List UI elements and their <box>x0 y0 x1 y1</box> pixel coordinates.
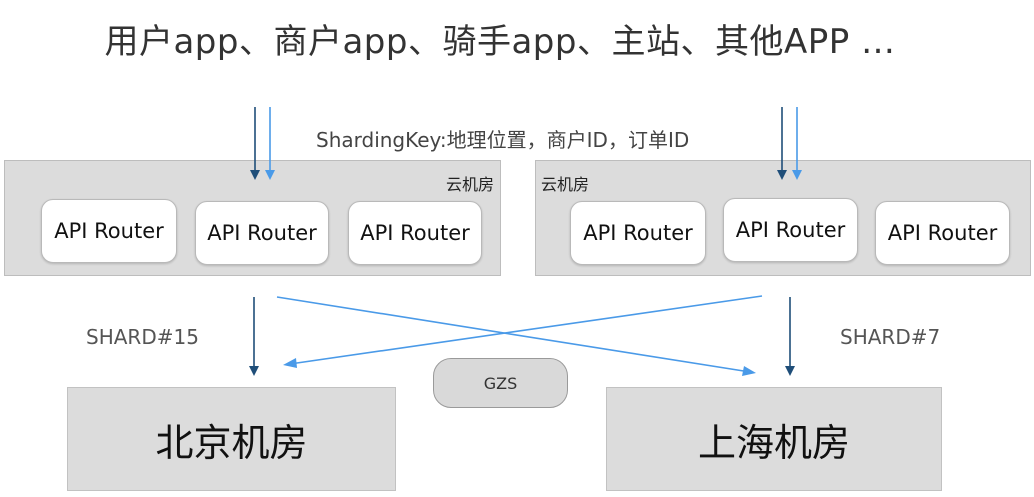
arrowhead-in-left-light <box>265 170 275 180</box>
arrow-cross-to-shanghai <box>276 296 751 373</box>
arrow-cross-to-beijing <box>289 295 763 365</box>
api-router-left-2: API Router <box>195 201 329 265</box>
arrowhead-in-left-dark <box>250 170 260 180</box>
gzs-node: GZS <box>433 358 568 408</box>
arrowhead-cross-to-beijing <box>283 358 297 368</box>
shard-label-right: SHARD#7 <box>840 325 941 349</box>
api-router-right-1: API Router <box>570 201 706 265</box>
api-router-left-1: API Router <box>41 199 177 263</box>
arrowhead-down-beijing <box>249 366 259 376</box>
arrowhead-in-right-light <box>792 170 802 180</box>
arrowhead-down-shanghai <box>785 366 795 376</box>
datacenter-shanghai: 上海机房 <box>606 387 942 491</box>
cloud-room-left-label: 云机房 <box>445 175 494 194</box>
api-router-right-3: API Router <box>875 201 1010 265</box>
cloud-room-right: 云机房 API Router API Router API Router <box>535 160 1031 276</box>
api-router-left-3: API Router <box>348 201 482 265</box>
arrowhead-cross-to-shanghai <box>742 366 756 376</box>
api-router-right-2: API Router <box>723 198 858 262</box>
cloud-room-right-label: 云机房 <box>541 175 590 194</box>
cloud-room-left: 云机房 API Router API Router API Router <box>4 160 501 276</box>
shard-label-left: SHARD#15 <box>86 325 199 349</box>
sharding-key-label: ShardingKey:地理位置，商户ID，订单ID <box>316 128 690 152</box>
arrowhead-in-right-dark <box>777 170 787 180</box>
datacenter-beijing: 北京机房 <box>67 387 396 491</box>
clients-title: 用户app、商户app、骑手app、主站、其他APP … <box>104 22 896 62</box>
